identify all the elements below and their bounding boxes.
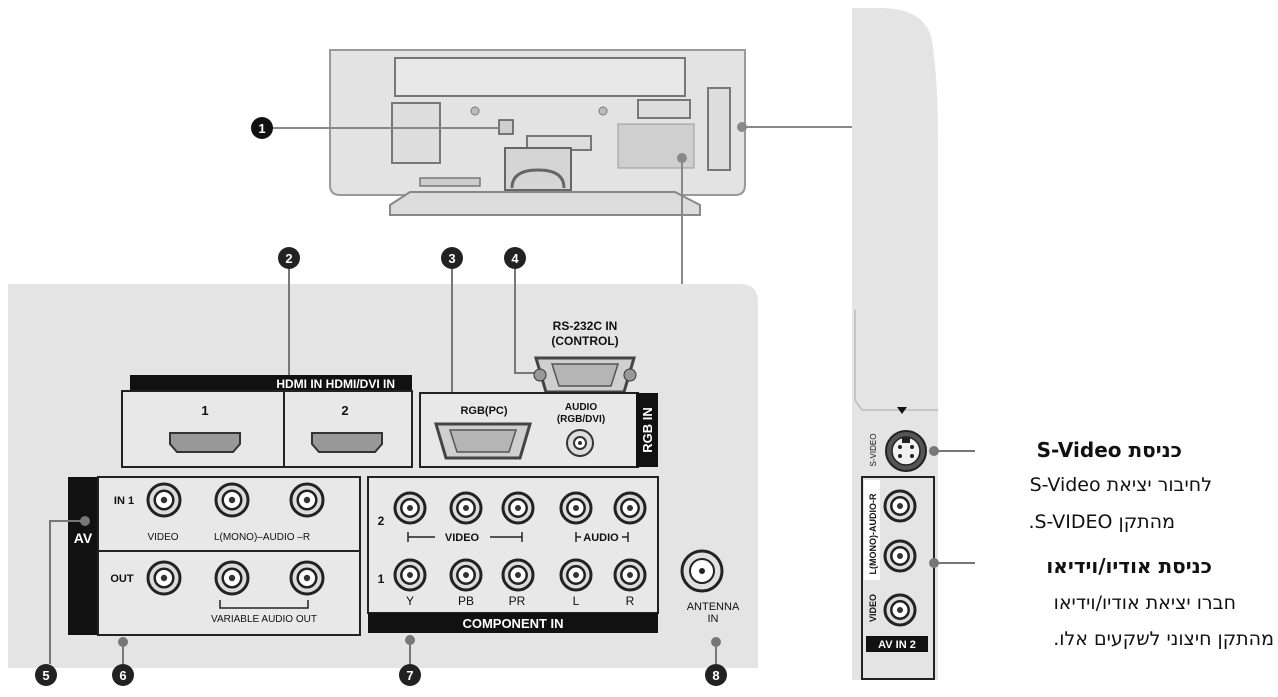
component-2-audio-r-jack[interactable]	[613, 491, 647, 525]
svideo-title: כניסת S-Video	[1036, 438, 1182, 462]
rs232-label: RS-232C IN	[553, 319, 618, 333]
component-1-pr-jack[interactable]	[501, 558, 535, 592]
component-1-y-jack[interactable]	[393, 558, 427, 592]
component-pb-label: PB	[458, 594, 474, 608]
component-2-pr-jack[interactable]	[501, 491, 535, 525]
component-jacks	[393, 491, 647, 592]
av-label: AV	[74, 530, 93, 546]
av-in1-video-jack[interactable]	[146, 482, 182, 518]
av-out-audio-l-jack[interactable]	[214, 560, 250, 596]
side-video-jack[interactable]	[883, 593, 917, 627]
av-input-description-line-1: חברו יציאת אודיו/וידיאו	[1053, 592, 1236, 614]
side-audio-l-jack[interactable]	[883, 539, 917, 573]
av-out-audio-r-jack[interactable]	[289, 560, 325, 596]
side-s-video-port[interactable]	[885, 430, 927, 472]
callout-1	[251, 117, 273, 139]
av-out-video-jack[interactable]	[146, 560, 182, 596]
side-av-in2-label: AV IN 2	[878, 639, 916, 651]
side-jacks	[883, 489, 917, 627]
component-r-label: R	[626, 594, 635, 608]
callout-7	[399, 664, 421, 686]
av-jacks	[146, 482, 325, 596]
side-s-video-label: S-VIDEO	[869, 434, 878, 467]
component-pr-label: PR	[509, 594, 526, 608]
component-2-audio-l-jack[interactable]	[559, 491, 593, 525]
audio-rgb-sub-label: (RGB/DVI)	[557, 414, 605, 425]
av-audio-label: L(MONO)–AUDIO –R	[214, 532, 310, 543]
callout-3	[441, 247, 463, 269]
component-in-label: COMPONENT IN	[462, 616, 563, 631]
side-audio-label: L(MONO)-AUDIO-R	[868, 493, 878, 574]
antenna-label: ANTENNA	[687, 601, 740, 613]
hdmi-header: HDMI IN HDMI/DVI IN	[276, 377, 395, 391]
rs232-port[interactable]	[533, 356, 637, 394]
component-2-y-jack[interactable]	[393, 491, 427, 525]
callout-5	[35, 664, 57, 686]
component-video-bracket	[407, 532, 523, 542]
callout-6	[112, 664, 134, 686]
av-video-label: VIDEO	[147, 532, 178, 543]
side-audio-r-jack[interactable]	[883, 489, 917, 523]
av-input-description-line-2: מהתקן חיצוני לשקעים אלו.	[1053, 628, 1274, 650]
rgb-pc-label: RGB(PC)	[460, 405, 507, 417]
callout-6-label: 6	[119, 668, 126, 683]
component-l-label: L	[573, 594, 580, 608]
audio-rgb-label: AUDIO	[565, 402, 597, 413]
component-1-audio-l-jack[interactable]	[559, 558, 593, 592]
svideo-description-line-2: מהתקן S-VIDEO.	[1028, 511, 1175, 533]
component-1-pb-jack[interactable]	[449, 558, 483, 592]
component-audio-label: AUDIO	[583, 532, 619, 544]
callout-1-label: 1	[258, 121, 265, 136]
av-input-title: כניסת אודיו/וידיאו	[1046, 554, 1212, 578]
hdmi-2-label: 2	[341, 403, 348, 418]
callout-2	[278, 247, 300, 269]
side-video-label: VIDEO	[868, 594, 878, 622]
hdmi-2-port[interactable]	[311, 432, 383, 453]
callout-7-label: 7	[406, 668, 413, 683]
callout-5-label: 5	[42, 668, 49, 683]
rs232-control-label: (CONTROL)	[551, 334, 618, 348]
variable-audio-out-label: VARIABLE AUDIO OUT	[211, 614, 317, 625]
svideo-description-line-1: לחיבור יציאת S-Video	[1029, 474, 1212, 496]
component-row-1-label: 1	[378, 572, 385, 586]
callout-8	[705, 664, 727, 686]
tv-back-illustration	[329, 49, 746, 216]
callout-3-label: 3	[448, 251, 455, 266]
antenna-in-label: IN	[708, 613, 719, 625]
component-1-audio-r-jack[interactable]	[613, 558, 647, 592]
callout-2-label: 2	[285, 251, 292, 266]
component-row-2-label: 2	[378, 514, 385, 528]
callout-4-label: 4	[511, 251, 519, 266]
component-video-label: VIDEO	[445, 532, 480, 544]
in1-label: IN 1	[114, 495, 134, 507]
component-audio-bracket	[575, 532, 629, 542]
antenna-in-port[interactable]	[680, 549, 724, 593]
component-2-pb-jack[interactable]	[449, 491, 483, 525]
component-y-label: Y	[406, 594, 414, 608]
audio-rgb-jack[interactable]	[566, 429, 594, 457]
av-in1-audio-r-jack[interactable]	[289, 482, 325, 518]
callout-8-label: 8	[712, 668, 719, 683]
out-label: OUT	[110, 573, 134, 585]
hdmi-1-port[interactable]	[169, 432, 241, 453]
hdmi-1-label: 1	[201, 403, 208, 418]
callout-4	[504, 247, 526, 269]
rgb-in-label: RGB IN	[640, 407, 655, 453]
rgb-pc-port[interactable]	[433, 422, 533, 460]
av-in1-audio-l-jack[interactable]	[214, 482, 250, 518]
